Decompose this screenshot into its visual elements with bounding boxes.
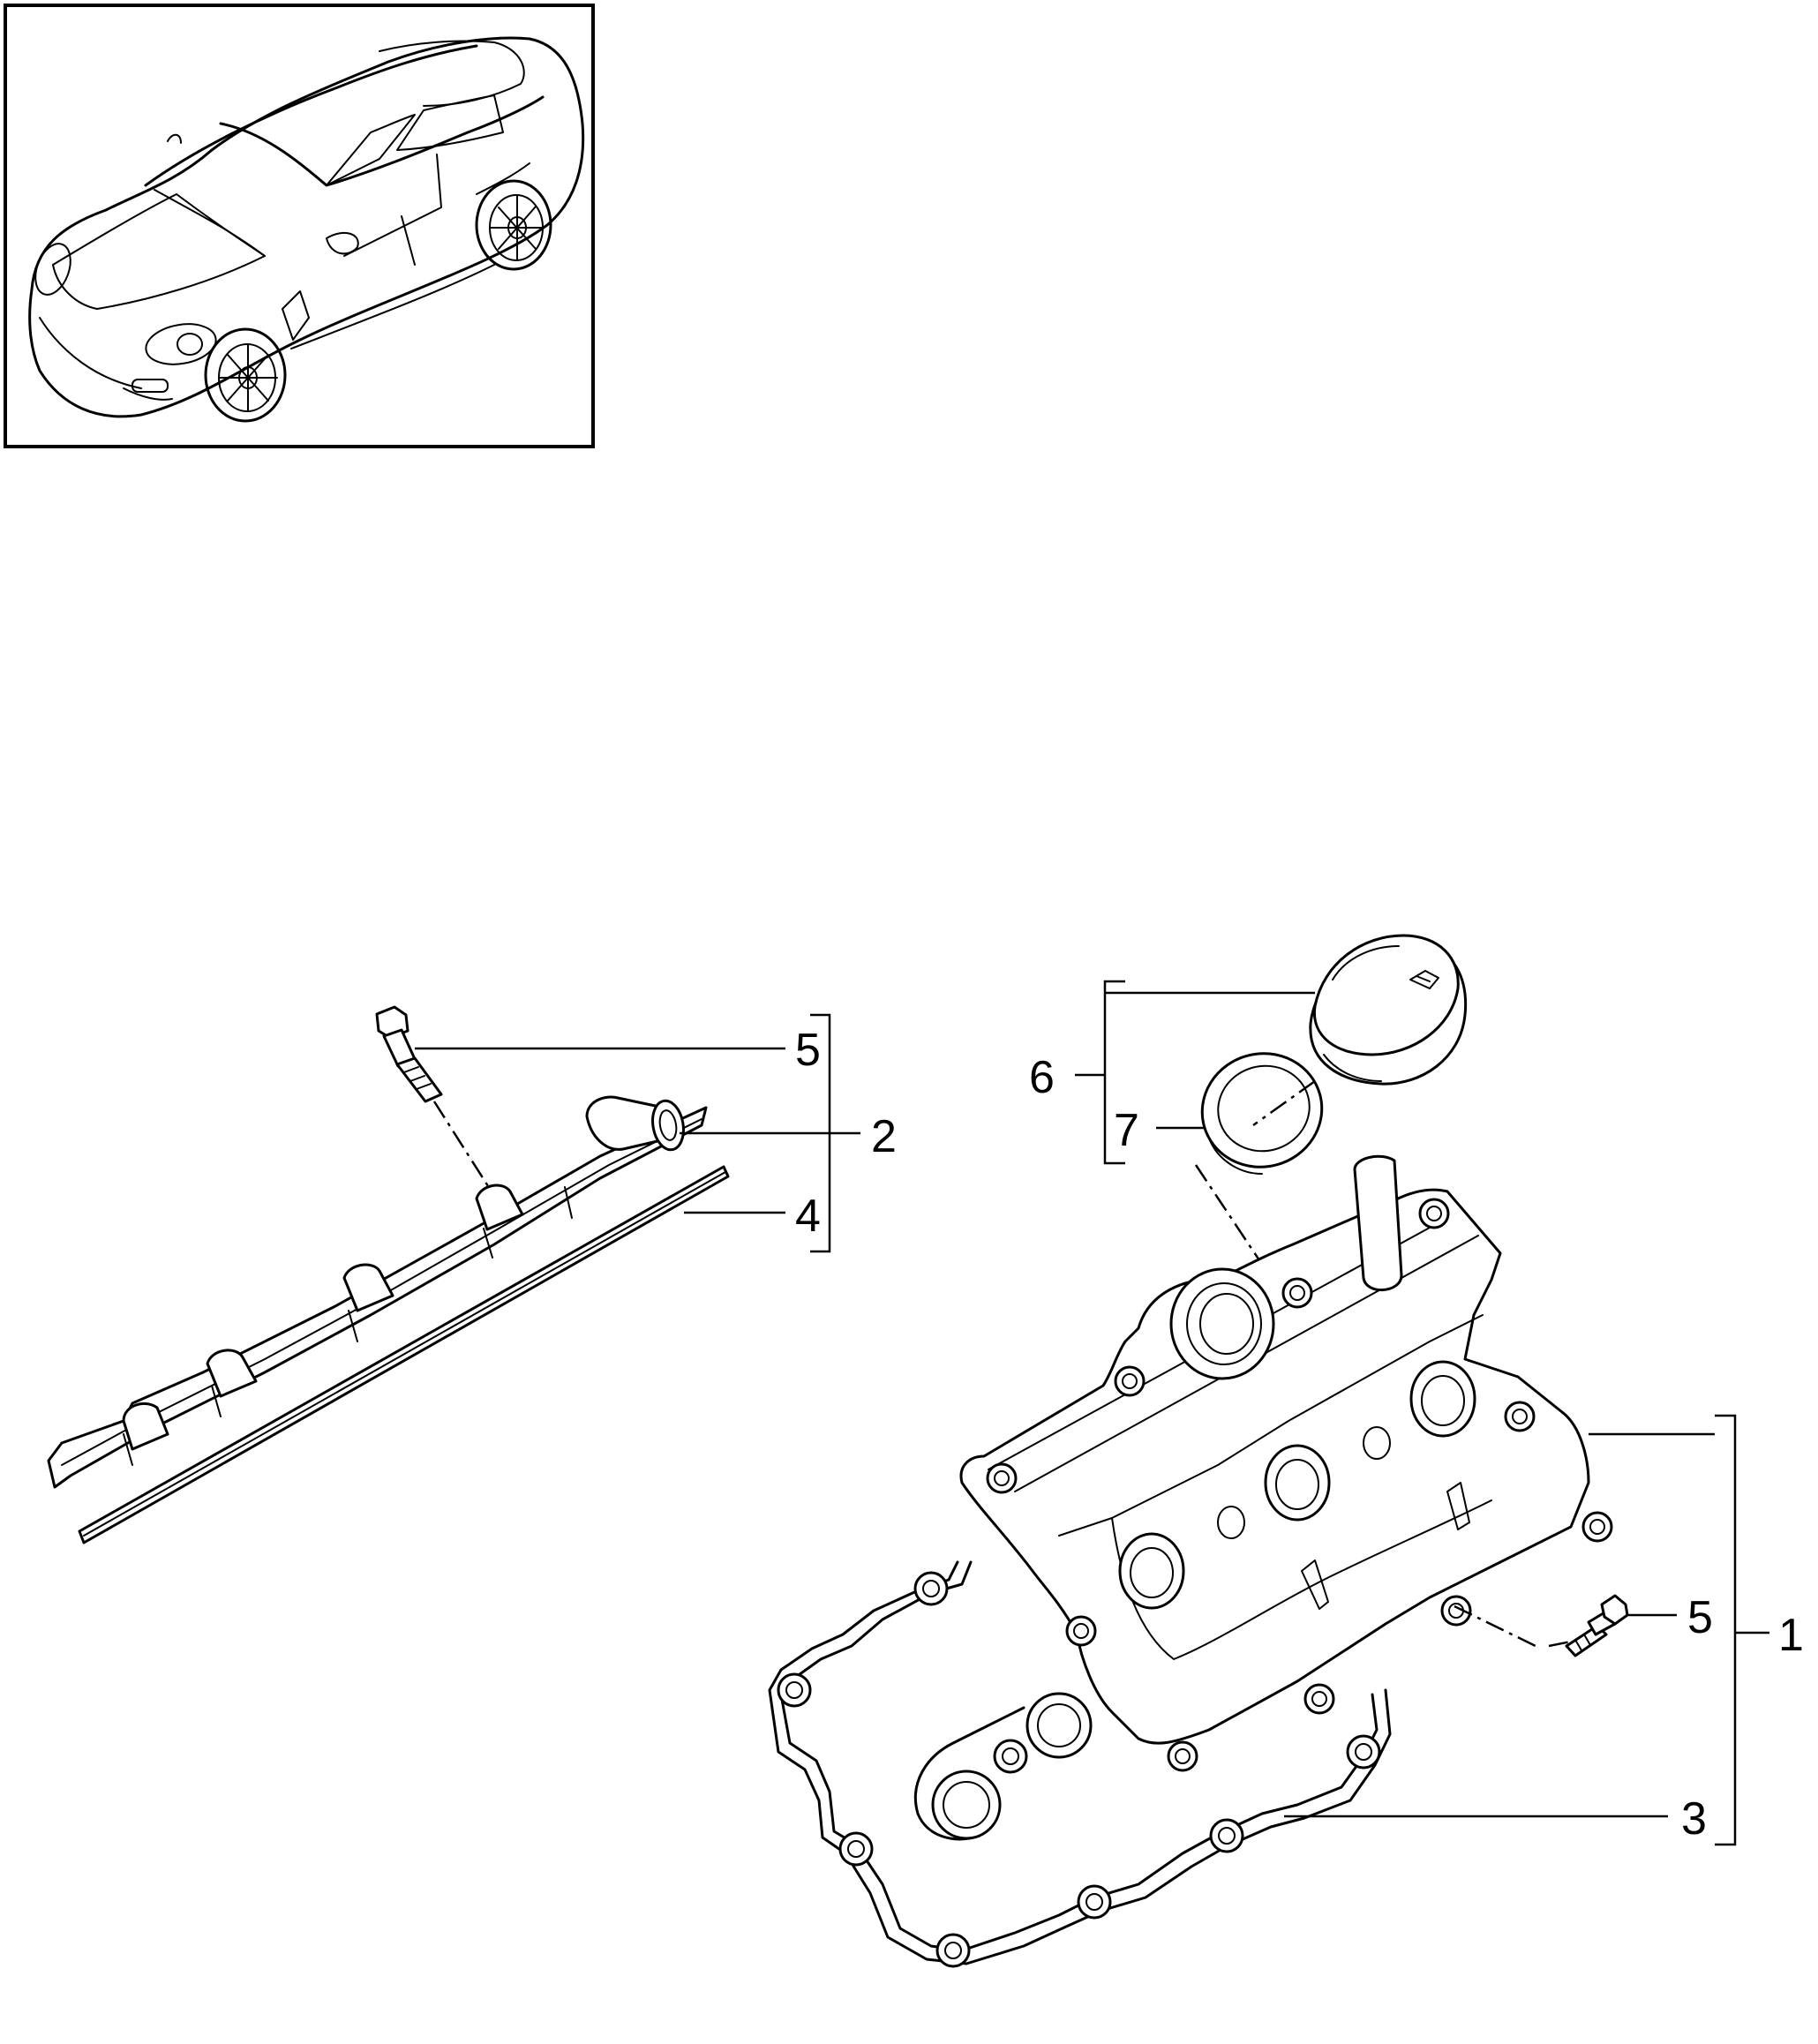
callout-1: 1	[1778, 1610, 1804, 1661]
engine-cover-strip	[47, 1005, 730, 1544]
callout-3: 3	[1681, 1793, 1707, 1845]
gasket-bolt-hole	[777, 1571, 1381, 1968]
valve-cover	[959, 1154, 1613, 1772]
cap-seal-ring	[1200, 1052, 1324, 1175]
callout-7: 7	[1114, 1105, 1139, 1156]
mount-boss	[986, 1198, 1613, 1772]
callout-6: 6	[1029, 1052, 1055, 1103]
vehicle-thumbnail	[4, 4, 595, 448]
valve-cover-gasket	[768, 1560, 1392, 1968]
callout-labels: 5 2 4 6 7 5 1 3	[795, 1025, 1804, 1845]
cover-bolt	[375, 1005, 443, 1103]
leader-lines	[415, 980, 1769, 1846]
callout-4: 4	[795, 1191, 821, 1242]
callout-5-upper: 5	[795, 1025, 821, 1076]
coil-port	[1118, 1360, 1476, 1610]
oil-filler-cap	[1309, 934, 1468, 1086]
callout-2: 2	[871, 1111, 897, 1162]
callout-5-lower: 5	[1687, 1592, 1713, 1643]
valve-cover-bolt	[1565, 1594, 1629, 1657]
